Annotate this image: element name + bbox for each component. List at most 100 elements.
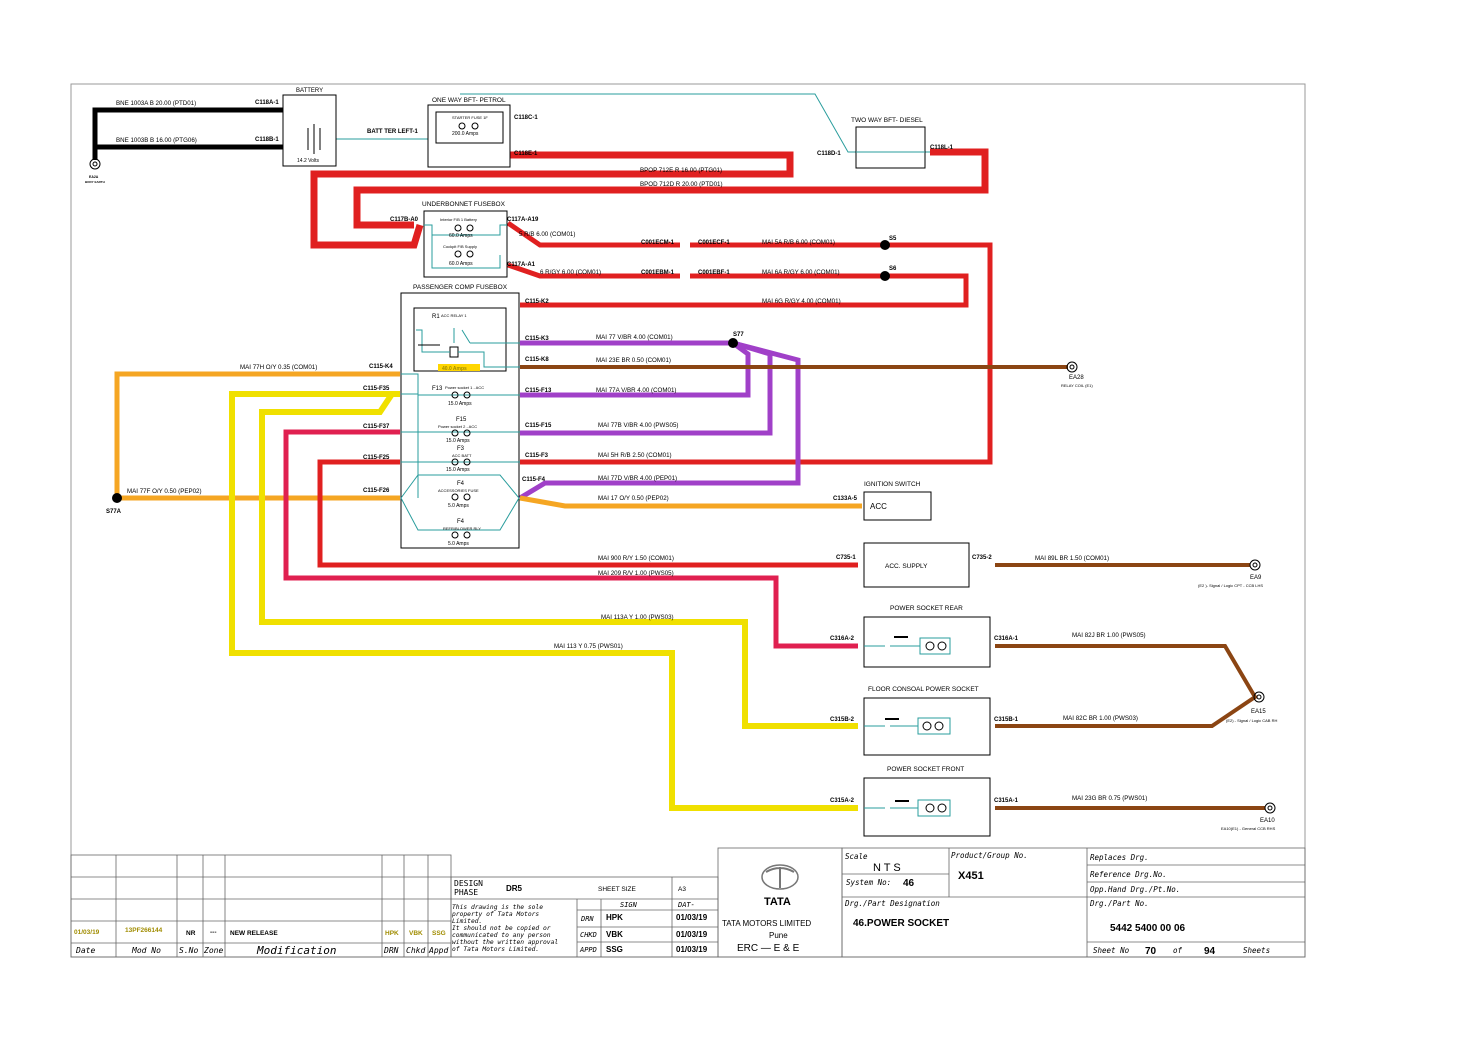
power-socket-rear: POWER SOCKET REAR [863, 605, 991, 668]
relay-amps-highlight [438, 364, 480, 371]
rev-sno: NR [186, 930, 196, 937]
designation-label: Drg./Part Designation [844, 899, 940, 908]
conn-c115f26: C115-F26 [363, 488, 390, 494]
conn-c001ebf: C001EBF-1 [698, 270, 730, 276]
conn-c001ecm: C001ECM-1 [641, 240, 675, 246]
date-header: DAT- [677, 901, 695, 909]
underbonnet-f2: Cockpit F/B Supply [443, 244, 477, 249]
conn-c118a1: C118A-1 [255, 100, 279, 106]
wire-1003b [92, 144, 283, 160]
conn-c316a1: C316A-1 [994, 636, 1019, 642]
label-w77b: MAI 77B V/BR 4.00 (PWS05) [598, 422, 678, 429]
h-zone: Zone [203, 946, 223, 955]
appd-sign: SSG [606, 945, 623, 954]
reference-label: Reference Drg.No. [1090, 870, 1167, 879]
conn-c735-1: C735-1 [836, 555, 856, 561]
underbonnet-f2-amps: 60.0 Amps [449, 261, 473, 267]
drn-date: 01/03/19 [676, 913, 708, 922]
acc-supply-box [863, 542, 970, 588]
conn-c315a2: C315A-2 [830, 798, 855, 804]
conn-c315b1: C315B-1 [994, 717, 1019, 723]
drawing-frame [70, 83, 1306, 958]
rev-chkd: VBK [409, 930, 423, 937]
label-w5: 5 R/B 6.00 (COM01) [519, 231, 575, 238]
bft-diesel-title: TWO WAY BFT- DIESEL [851, 117, 923, 124]
label-w5a: MAI 5A R/B 6.00 (COM01) [762, 239, 835, 246]
ground-ea10 [1264, 802, 1276, 814]
of-label: of [1173, 946, 1183, 955]
rev-text: NEW RELEASE [230, 930, 278, 937]
conn-batt-ter: BATT TER LEFT-1 [367, 129, 419, 135]
wire-82 [995, 644, 1258, 728]
ea10-desc: EA10(E1) - General CCB RHS [1221, 826, 1276, 831]
sheet-size-label: SHEET SIZE [598, 886, 636, 893]
svg-text:Limited.: Limited. [452, 917, 482, 925]
conn-c115k2: C115-K2 [525, 299, 549, 305]
passenger-title: PASSENGER COMP FUSEBOX [413, 284, 508, 291]
conn-c115f15: C115-F15 [525, 423, 552, 429]
bft-petrol-title: ONE WAY BFT- PETROL [432, 97, 506, 104]
underbonnet-box [423, 210, 508, 278]
label-bpod: BPOD 712D R 20.00 (PTD01) [640, 181, 723, 188]
wire-712d [353, 148, 989, 229]
appd-date: 01/03/19 [676, 945, 708, 954]
label-w23e: MAI 23E BR 0.50 (COM01) [596, 357, 671, 364]
splice-s77 [728, 338, 738, 348]
h-date: Date [75, 946, 95, 955]
sign-header: SIGN [620, 901, 638, 909]
opp-label: Opp.Hand Drg./Pt.No. [1090, 885, 1180, 894]
design-phase-val: DR5 [506, 884, 523, 893]
label-w23g: MAI 23G BR 0.75 (PWS01) [1072, 795, 1147, 802]
label-w17: MAI 17 O/Y 0.50 (PEP02) [598, 495, 669, 502]
product-label: Product/Group No. [951, 851, 1028, 860]
battery-volts: 14.2 Volts [297, 158, 319, 164]
conn-c315a1: C315A-1 [994, 798, 1019, 804]
f13-name: Power socket 1 - ACC [445, 385, 484, 390]
conn-c118e1: C118E-1 [514, 151, 538, 157]
ea28-desc: RELAY COIL (E1) [1061, 383, 1093, 388]
chkd-sign: VBK [606, 930, 623, 939]
conn-c117a1: C117A-A1 [507, 262, 536, 268]
rev-mod: 13PF266144 [125, 927, 163, 934]
f4b-id: F4 [457, 519, 465, 525]
ground-ea9 [1249, 559, 1261, 571]
wire-113 [229, 391, 858, 811]
h-appd: Appd [428, 946, 448, 955]
power-socket-front: POWER SOCKET FRONT [863, 766, 991, 837]
sheet-label: Sheet No [1093, 946, 1130, 955]
ea2a-desc: BODY EARTH [85, 180, 105, 184]
conn-c118d1: C118D-1 [817, 151, 841, 157]
wire-77d [518, 340, 801, 501]
f4a-id: F4 [457, 481, 465, 487]
ps-floor-title: FLOOR CONSOAL POWER SOCKET [868, 686, 979, 693]
conn-c115f35: C115-F35 [363, 386, 390, 392]
conn-c735-2: C735-2 [972, 555, 992, 561]
dept: ERC — E & E [737, 943, 800, 954]
conn-c115f4: C115-F4 [522, 477, 546, 483]
power-socket-floor: FLOOR CONSOAL POWER SOCKET [863, 686, 991, 756]
design-phase-l2: PHASE [454, 888, 478, 897]
rev-appd: SSG [432, 930, 446, 937]
h-drn: DRN [383, 946, 399, 955]
drn-sign: HPK [606, 913, 623, 922]
conn-c118l1: C118L-1 [930, 145, 954, 151]
designation-val: 46.POWER SOCKET [853, 918, 949, 929]
conn-c315b2: C315B-2 [830, 717, 855, 723]
svg-text:without the written approval: without the written approval [452, 938, 558, 946]
wire-17 [519, 495, 862, 509]
svg-text:of Tata Motors Limited.: of Tata Motors Limited. [452, 945, 539, 953]
conn-c115k4: C115-K4 [369, 364, 393, 370]
label-w209: MAI 209 R/V 1.00 (PWS05) [598, 570, 674, 577]
wire-712e [310, 151, 794, 249]
f3-id: F3 [457, 446, 465, 452]
splice-s77a [112, 493, 122, 503]
label-w77f: MAI 77F O/Y 0.50 (PEP02) [127, 488, 202, 495]
ea15-label: EA15 [1251, 709, 1266, 715]
wire-209 [283, 429, 858, 649]
ea9-desc: (E2 )- Signal / Logic CPT - CCB LHS [1198, 583, 1263, 588]
product-val: X451 [958, 870, 984, 882]
battery-box [282, 94, 337, 167]
label-w6: 6 R/GY 6.00 (COM01) [540, 269, 601, 276]
drg-val: 5442 5400 00 06 [1110, 923, 1186, 934]
